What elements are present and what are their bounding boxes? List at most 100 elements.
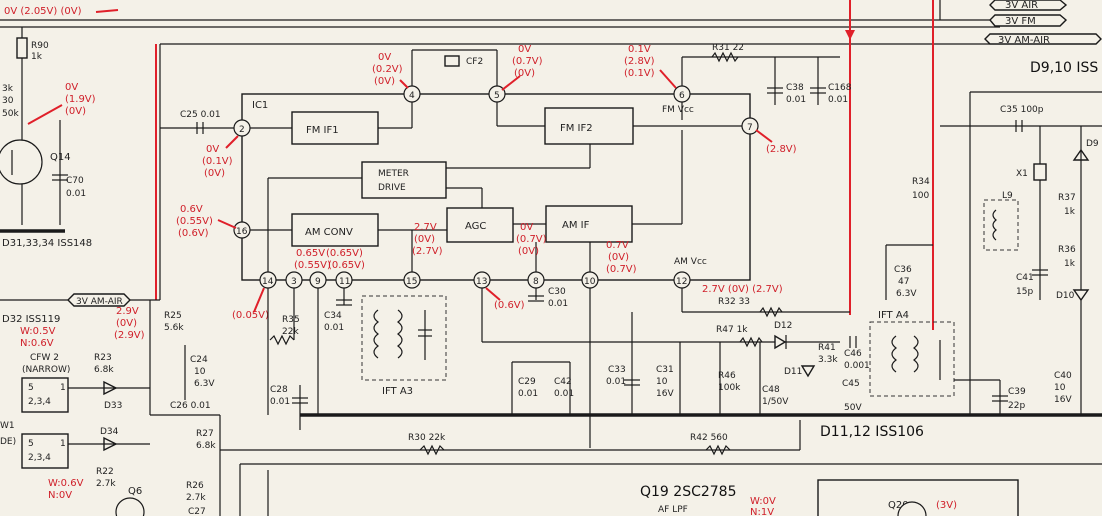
pin6-voltage-b: (2.8V) — [624, 56, 655, 67]
fm-vcc-label: FM Vcc — [662, 105, 694, 115]
pin-7: 7 — [747, 123, 753, 133]
q20-label: Q20 — [888, 500, 909, 511]
r23-label: R23 — [94, 353, 112, 363]
r25-voltage-c: (2.9V) — [114, 330, 145, 341]
bus-tags — [984, 0, 1102, 45]
d31-label: D31,33,34 ISS148 — [2, 238, 92, 249]
pin15-voltage-b: (0V) — [414, 234, 435, 245]
q6-transistor — [115, 497, 145, 516]
r35-label: R35 — [282, 315, 300, 325]
pin-14: 14 — [262, 277, 274, 287]
cfw2-label: CFW 2 — [30, 353, 59, 363]
cfw2-filter — [21, 377, 69, 413]
q-top-voltage-3: (0V) — [65, 106, 86, 117]
c70-label: C70 — [66, 176, 84, 186]
pin10-voltage-c: (0.7V) — [606, 264, 637, 275]
r35-value: 22k — [282, 327, 299, 337]
r41-value: 3.3k — [818, 355, 838, 365]
c38-value: 0.01 — [786, 95, 806, 105]
bus-3v-fm: 3V FM — [1005, 16, 1036, 27]
c30-value: 0.01 — [548, 299, 568, 309]
r26-value: 2.7k — [186, 493, 206, 503]
c168-label: C168 — [828, 83, 852, 93]
am-vcc-label: AM Vcc — [674, 257, 707, 267]
ift-a3-box — [361, 295, 447, 381]
d32-voltage-b: N:0.6V — [20, 338, 54, 349]
pin10-voltage-b: (0V) — [608, 252, 629, 263]
pin7-voltage: (2.8V) — [766, 144, 797, 155]
c30-label: C30 — [548, 287, 566, 297]
c26-label: C26 0.01 — [170, 401, 211, 411]
resistor-left-b: 30 — [2, 96, 14, 106]
pin2-voltage: 0V — [206, 144, 219, 155]
c24-voltage: 6.3V — [194, 379, 215, 389]
cfw2-pin-234: 2,3,4 — [28, 397, 51, 407]
c29-label: C29 — [518, 377, 536, 387]
q6-label: Q6 — [128, 486, 142, 497]
c25-label: C25 0.01 — [180, 110, 221, 120]
meter-text: METER — [378, 169, 409, 179]
cf2-label: CF2 — [466, 57, 483, 67]
c33-label: C33 — [608, 365, 626, 375]
r47-label: R47 1k — [716, 325, 748, 335]
pin-3: 3 — [291, 277, 297, 287]
pin-13: 13 — [476, 277, 487, 287]
c45-value: 50V — [844, 403, 862, 413]
c38-label: C38 — [786, 83, 804, 93]
filter2-pin-234: 2,3,4 — [28, 453, 51, 463]
pin10-voltage: 0.7V — [606, 240, 629, 251]
l9-box — [983, 199, 1019, 251]
c36-label: C36 — [894, 265, 912, 275]
pin16-voltage-c: (0.6V) — [178, 228, 209, 239]
d12-diode — [774, 334, 787, 350]
r26-label: R26 — [186, 481, 204, 491]
c40-voltage: 16V — [1054, 395, 1072, 405]
c40-label: C40 — [1054, 371, 1072, 381]
c34-value: 0.01 — [324, 323, 344, 333]
c24-label: C24 — [190, 355, 208, 365]
d11-label: D11 — [784, 367, 802, 377]
r23-value: 6.8k — [94, 365, 114, 375]
r27-label: R27 — [196, 429, 214, 439]
c48-value: 1/50V — [762, 397, 789, 407]
bus-3v-air: 3V AIR — [1005, 0, 1038, 11]
x1-label: X1 — [1016, 169, 1028, 179]
tag-3v-am-air — [67, 293, 131, 307]
c41-label: C41 — [1016, 273, 1034, 283]
r22-label: R22 — [96, 467, 114, 477]
resistor-left-c: 50k — [2, 109, 19, 119]
c45-label: C45 — [842, 379, 860, 389]
pin-16: 16 — [236, 227, 248, 237]
r36-label: R36 — [1058, 245, 1076, 255]
c48-label: C48 — [762, 385, 780, 395]
r36-value: 1k — [1064, 259, 1076, 269]
c41-value: 15p — [1016, 287, 1033, 297]
pin15-voltage-c: (2.7V) — [412, 246, 443, 257]
c36-value: 47 — [898, 277, 909, 287]
c31-voltage: 16V — [656, 389, 674, 399]
r31-label: R31 22 — [712, 43, 744, 53]
d10-label: D10 — [1056, 291, 1075, 301]
q6-voltage: W:0.6V — [48, 478, 84, 489]
c39-label: C39 — [1008, 387, 1026, 397]
filter-block-2 — [21, 433, 69, 469]
c40-value: 10 — [1054, 383, 1066, 393]
meter-drive-block — [361, 161, 447, 199]
q19-voltage: W:0V — [750, 496, 776, 507]
bus-3v-am-air: 3V AM-AIR — [998, 35, 1050, 46]
pin11-voltage: (0.65V) — [328, 260, 365, 271]
filter2-pin-1: 1 — [60, 439, 66, 449]
sw-de-label: DE) — [0, 437, 16, 447]
pin6-voltage: 0.1V — [628, 44, 651, 55]
pin-11: 11 — [339, 277, 350, 287]
pin-4: 4 — [409, 91, 415, 101]
pin3-voltage: 0.65V — [296, 248, 325, 259]
resistor-left-a: 3k — [2, 84, 14, 94]
c24-value: 10 — [194, 367, 206, 377]
r25-voltage-b: (0V) — [116, 318, 137, 329]
c42-value: 0.01 — [554, 389, 574, 399]
pin-12: 12 — [676, 277, 687, 287]
pin4-voltage-c: (0V) — [374, 76, 395, 87]
d11-12-label: D11,12 ISS106 — [820, 424, 924, 440]
